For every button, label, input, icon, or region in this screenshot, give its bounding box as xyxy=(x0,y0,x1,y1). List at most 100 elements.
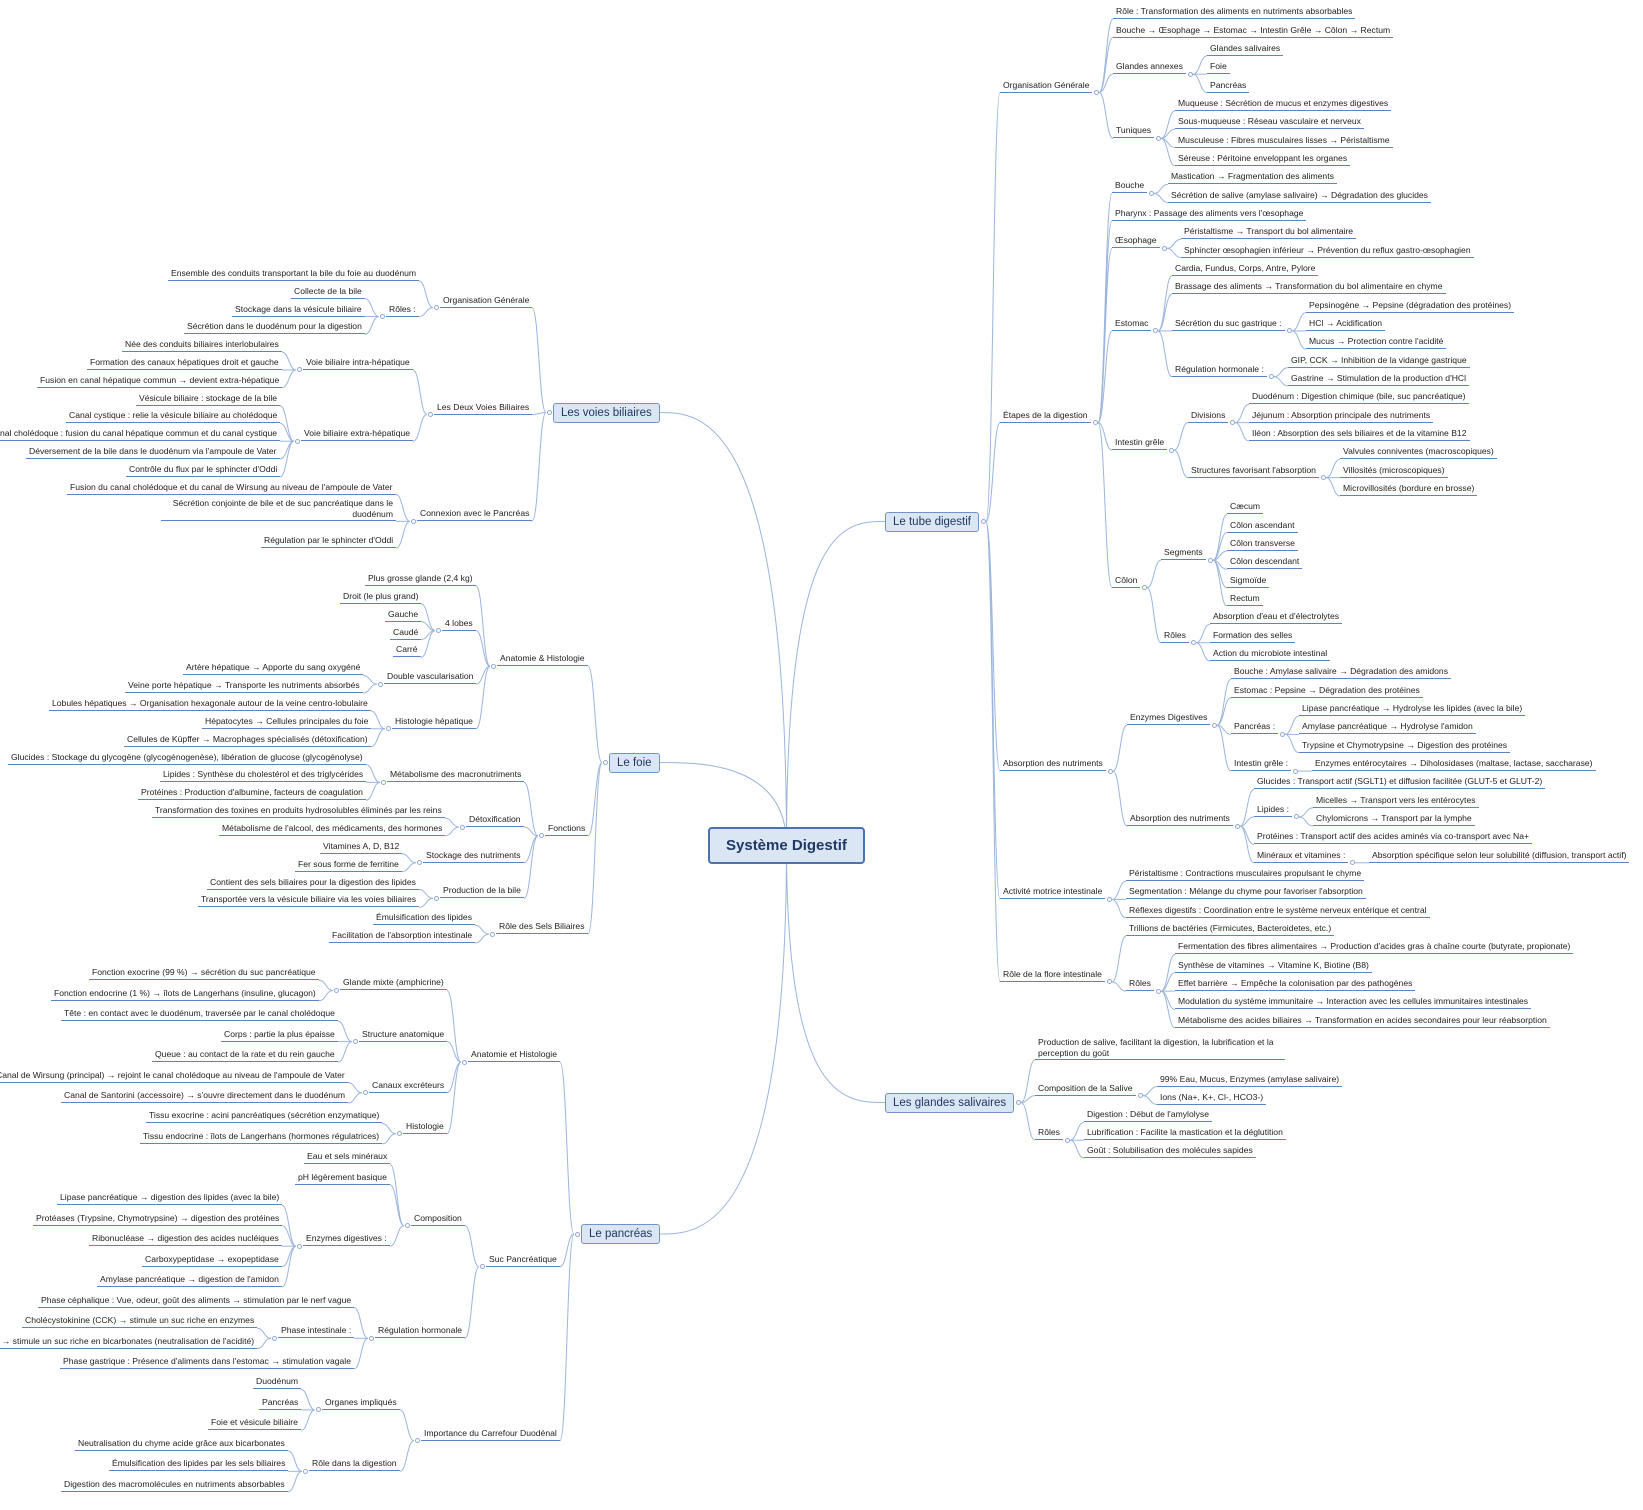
collapse-toggle-icon[interactable] xyxy=(1168,447,1174,453)
node-queue-au-contact-de-la-rate-et-du-rein-g[interactable]: Queue : au contact de la rate et du rein… xyxy=(152,1049,338,1063)
node-muqueuse-secretion-de-mucus-et-enzymes-d[interactable]: Muqueuse : Sécrétion de mucus et enzymes… xyxy=(1175,98,1392,111)
node-colon[interactable]: Côlon xyxy=(1112,575,1141,588)
node-formation-des-canaux-hepatiques-droit-et[interactable]: Formation des canaux hépatiques droit et… xyxy=(87,357,282,370)
node-modulation-du-systeme-immunitaire-intera[interactable]: Modulation du système immunitaire → Inte… xyxy=(1175,996,1532,1010)
node-bouche-sophage-estomac-intestin-grele-co[interactable]: Bouche → Œsophage → Estomac → Intestin G… xyxy=(1113,25,1394,38)
node-structures-favorisant-l-absorption[interactable]: Structures favorisant l'absorption xyxy=(1188,465,1319,478)
node-absorption-des-nutriments[interactable]: Absorption des nutriments xyxy=(1127,813,1233,827)
node-formation-des-selles[interactable]: Formation des selles xyxy=(1210,630,1296,643)
node-duodenum-digestion-chimique-bile-suc-pan[interactable]: Duodénum : Digestion chimique (bile, suc… xyxy=(1249,391,1469,405)
node-proteases-trypsine-chymotrypsine-digesti[interactable]: Protéases (Trypsine, Chymotrypsine) → di… xyxy=(33,1213,283,1226)
node-emulsification-des-lipides-par-les-sels-[interactable]: Émulsification des lipides par les sels … xyxy=(109,1458,289,1472)
node-voie-biliaire-intra-hepatique[interactable]: Voie biliaire intra-hépatique xyxy=(303,357,413,370)
collapse-toggle-icon[interactable] xyxy=(1207,557,1213,563)
collapse-toggle-icon[interactable] xyxy=(377,681,383,687)
node-fonction-endocrine-1-ilots-de-langerhans[interactable]: Fonction endocrine (1 %) → îlots de Lang… xyxy=(51,988,319,1001)
node-cellules-de-kupffer-macrophages-speciali[interactable]: Cellules de Küpffer → Macrophages spécia… xyxy=(124,734,371,747)
node-estomac[interactable]: Estomac xyxy=(1112,318,1152,331)
node-lipides-synthese-du-cholesterol-et-des-t[interactable]: Lipides : Synthèse du cholestérol et des… xyxy=(160,769,367,783)
node-pharynx-passage-des-aliments-vers-l-soph[interactable]: Pharynx : Passage des aliments vers l'œs… xyxy=(1112,208,1307,221)
node-villosites-microscopiques[interactable]: Villosités (microscopiques) xyxy=(1340,465,1448,478)
node-histologie[interactable]: Histologie xyxy=(403,1121,447,1134)
collapse-toggle-icon[interactable] xyxy=(1211,722,1217,728)
collapse-toggle-icon[interactable] xyxy=(433,895,439,901)
node-production-de-salive-facilitant-la-diges[interactable]: Production de salive, facilitant la dige… xyxy=(1035,1037,1285,1060)
node-c-cum[interactable]: Cæcum xyxy=(1227,501,1264,515)
node-canal-choledoque-fusion-du-canal-hepatiq[interactable]: Canal cholédoque : fusion du canal hépat… xyxy=(0,428,281,442)
node-transportee-vers-la-vesicule-biliaire-vi[interactable]: Transportée vers la vésicule biliaire vi… xyxy=(198,894,420,908)
collapse-toggle-icon[interactable] xyxy=(980,519,986,524)
node-pancreas[interactable]: Pancréas xyxy=(259,1397,302,1410)
node-carboxypeptidase-exopeptidase[interactable]: Carboxypeptidase → exopeptidase xyxy=(142,1254,282,1267)
collapse-toggle-icon[interactable] xyxy=(1286,328,1292,334)
node-fermentation-des-fibres-alimentaires-pro[interactable]: Fermentation des fibres alimentaires → P… xyxy=(1175,941,1574,955)
node-sigmoide[interactable]: Sigmoïde xyxy=(1227,575,1270,588)
collapse-toggle-icon[interactable] xyxy=(459,824,465,830)
node-fer-sous-forme-de-ferritine[interactable]: Fer sous forme de ferritine xyxy=(295,859,402,872)
node-tissu-endocrine-ilots-de-langerhans-horm[interactable]: Tissu endocrine : îlots de Langerhans (h… xyxy=(140,1131,383,1144)
collapse-toggle-icon[interactable] xyxy=(396,1131,402,1137)
collapse-toggle-icon[interactable] xyxy=(1349,860,1355,866)
collapse-toggle-icon[interactable] xyxy=(1155,135,1161,141)
node-vitamines-a-d-b12[interactable]: Vitamines A, D, B12 xyxy=(320,841,403,854)
collapse-toggle-icon[interactable] xyxy=(1279,731,1285,737)
node-artere-hepatique-apporte-du-sang-oxygene[interactable]: Artère hépatique → Apporte du sang oxygé… xyxy=(183,662,364,676)
node-organes-impliques[interactable]: Organes impliqués xyxy=(322,1397,400,1410)
node-facilitation-de-l-absorption-intestinale[interactable]: Facilitation de l'absorption intestinale xyxy=(329,930,476,944)
node-roles[interactable]: Rôles xyxy=(1161,630,1189,643)
node-phase-intestinale[interactable]: Phase intestinale : xyxy=(278,1325,355,1339)
node-lobules-hepatiques-organisation-hexagona[interactable]: Lobules hépatiques → Organisation hexago… xyxy=(49,698,371,711)
collapse-toggle-icon[interactable] xyxy=(333,987,339,993)
node-transformation-des-toxines-en-produits-h[interactable]: Transformation des toxines en produits h… xyxy=(152,805,445,819)
node-structure-anatomique[interactable]: Structure anatomique xyxy=(359,1029,448,1042)
node-histologie-hepatique[interactable]: Histologie hépatique xyxy=(392,716,476,729)
node-cardia-fundus-corps-antre-pylore[interactable]: Cardia, Fundus, Corps, Antre, Pylore xyxy=(1172,263,1319,276)
node-estomac-pepsine-degradation-des-proteine[interactable]: Estomac : Pepsine → Dégradation des prot… xyxy=(1231,685,1423,698)
collapse-toggle-icon[interactable] xyxy=(574,1231,580,1237)
node-roles[interactable]: Rôles xyxy=(1035,1127,1063,1141)
collapse-toggle-icon[interactable] xyxy=(410,518,416,524)
node-mineraux-et-vitamines[interactable]: Minéraux et vitamines : xyxy=(1254,850,1349,863)
node-sophage[interactable]: Œsophage xyxy=(1112,235,1160,249)
node-reflexes-digestifs-coordination-entre-le[interactable]: Réflexes digestifs : Coordination entre … xyxy=(1126,905,1430,918)
collapse-toggle-icon[interactable] xyxy=(302,1468,308,1474)
node-colon-ascendant[interactable]: Côlon ascendant xyxy=(1227,520,1298,533)
collapse-toggle-icon[interactable] xyxy=(271,1335,277,1341)
node-anatomie-histologie[interactable]: Anatomie & Histologie xyxy=(497,653,588,667)
node-gip-cck-inhibition-de-la-vidange-gastriq[interactable]: GIP, CCK → Inhibition de la vidange gast… xyxy=(1288,355,1470,368)
node-role-dans-la-digestion[interactable]: Rôle dans la digestion xyxy=(309,1458,400,1472)
node-99-eau-mucus-enzymes-amylase-salivaire[interactable]: 99% Eau, Mucus, Enzymes (amylase salivai… xyxy=(1157,1074,1343,1087)
collapse-toggle-icon[interactable] xyxy=(294,438,300,444)
node-ph-legerement-basique[interactable]: pH légèrement basique xyxy=(295,1172,390,1185)
node-fusion-du-canal-choledoque-et-du-canal-d[interactable]: Fusion du canal cholédoque et du canal d… xyxy=(67,482,396,495)
node-cholecystokinine-cck-stimule-un-suc-rich[interactable]: Cholécystokinine (CCK) → stimule un suc … xyxy=(22,1315,258,1329)
node-bouche-amylase-salivaire-degradation-des[interactable]: Bouche : Amylase salivaire → Dégradation… xyxy=(1231,666,1451,680)
node-foie-et-vesicule-biliaire[interactable]: Foie et vésicule biliaire xyxy=(208,1417,301,1431)
collapse-toggle-icon[interactable] xyxy=(546,410,552,415)
node-effet-barriere-empeche-la-colonisation-p[interactable]: Effet barrière → Empêche la colonisation… xyxy=(1175,978,1416,992)
collapse-toggle-icon[interactable] xyxy=(296,367,302,373)
node-duodenum[interactable]: Duodénum xyxy=(253,1376,302,1390)
node-gauche[interactable]: Gauche xyxy=(385,609,422,622)
node-voie-biliaire-extra-hepatique[interactable]: Voie biliaire extra-hépatique xyxy=(301,428,414,442)
node-mucus-protection-contre-l-acidite[interactable]: Mucus → Protection contre l'acidité xyxy=(1306,336,1447,350)
node-jejunum-absorption-principale-des-nutrim[interactable]: Jéjunum : Absorption principale des nutr… xyxy=(1249,410,1434,423)
node-lubrification-facilite-la-mastication-et[interactable]: Lubrification : Facilite la mastication … xyxy=(1084,1127,1286,1141)
node-mastication-fragmentation-des-aliments[interactable]: Mastication → Fragmentation des aliments xyxy=(1168,171,1337,185)
node-double-vascularisation[interactable]: Double vascularisation xyxy=(384,671,477,685)
node-amylase-pancreatique-hydrolyse-l-amidon[interactable]: Amylase pancréatique → Hydrolyse l'amido… xyxy=(1299,721,1476,735)
collapse-toggle-icon[interactable] xyxy=(380,779,386,785)
node-segments[interactable]: Segments xyxy=(1161,547,1206,561)
branch-topic-le-tube-digestif[interactable]: Le tube digestif xyxy=(885,511,980,532)
node-corps-partie-la-plus-epaisse[interactable]: Corps : partie la plus épaisse xyxy=(221,1029,338,1042)
node-enzymes-enterocytaires-diholosidases-mal[interactable]: Enzymes entérocytaires → Diholosidases (… xyxy=(1312,758,1596,772)
node-ions-na-k-cl-hco3[interactable]: Ions (Na+, K+, Cl-, HCO3-) xyxy=(1157,1092,1267,1105)
node-secretion-conjointe-de-bile-et-de-suc-pa[interactable]: Sécrétion conjointe de bile et de suc pa… xyxy=(161,498,396,522)
collapse-toggle-icon[interactable] xyxy=(315,1407,321,1413)
node-organisation-generale[interactable]: Organisation Générale xyxy=(440,295,533,308)
collapse-toggle-icon[interactable] xyxy=(1155,988,1161,994)
collapse-toggle-icon[interactable] xyxy=(1107,768,1113,774)
collapse-toggle-icon[interactable] xyxy=(416,860,422,866)
collapse-toggle-icon[interactable] xyxy=(1064,1137,1070,1143)
node-glandes-salivaires[interactable]: Glandes salivaires xyxy=(1207,43,1284,56)
